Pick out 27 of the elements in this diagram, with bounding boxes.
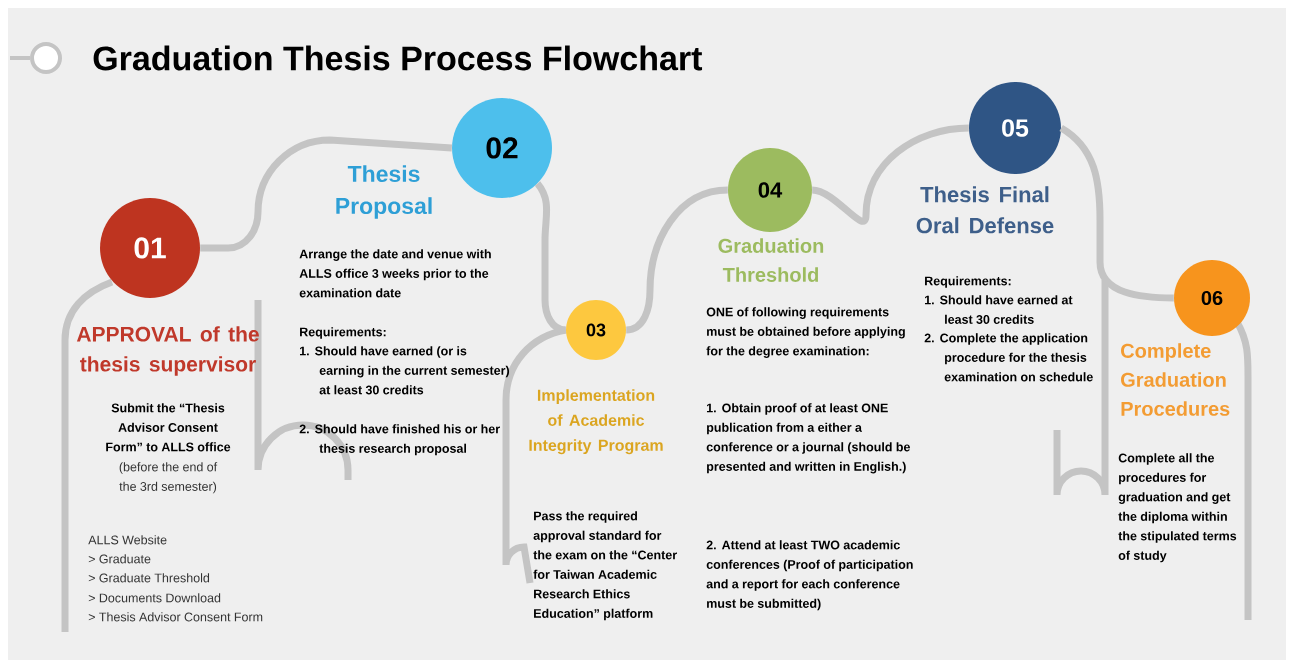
step-title: Implementation of Academic Integrity Program: [529, 389, 663, 455]
step-description: ONE of following requirements must be obtained before applying for the degree examination:: [706, 307, 905, 358]
website-path: > Documents Download: [88, 593, 221, 603]
website-path: > Thesis Advisor Consent Form: [88, 612, 263, 622]
step-note: (before the end of the 3rd semester): [119, 462, 218, 494]
step-title: Graduation Threshold: [718, 238, 824, 282]
track-line: [625, 186, 729, 334]
requirement-item: Complete all the procedures for graduation and get the diploma within the stipulated terms of study: [1118, 453, 1237, 563]
requirement-item: 2. Should have finished his or her thesis research proposal: [299, 424, 500, 456]
requirement-item: 1. Should have earned at least 30 credits: [925, 295, 1073, 324]
step-title: Complete Graduation Procedures: [1121, 343, 1230, 416]
requirement-item: 2. Attend at least TWO academic conferences (Proof of participation and a report for each conference must be submitted): [706, 540, 913, 611]
requirement-item: 1. Obtain proof of at least ONE publication from a either a conference or a journal (should be presented and written in English.): [706, 403, 910, 474]
step-title: APPROVAL of the thesis supervisor: [76, 326, 259, 376]
step-description: Arrange the date and venue with ALLS office 3 weeks prior to the examination date: [299, 249, 491, 298]
step-description: Requirements:: [925, 276, 1011, 288]
website-path: ALLS Website: [88, 535, 167, 545]
step-title: Thesis Proposal: [336, 165, 432, 219]
website-path: > Graduate Threshold: [88, 573, 210, 583]
step-description: Pass the required approval standard for the exam on the “Center for Taiwan Academic Research Ethics Education” platform: [533, 511, 677, 621]
step-title: Thesis Final Oral Defense: [916, 186, 1054, 234]
diagram-title: Graduation Thesis Process Flowchart: [93, 45, 703, 71]
step-description: Submit the “Thesis Advisor Consent Form” to ALLS office: [106, 403, 231, 452]
website-path: > Graduate: [88, 554, 151, 564]
requirement-item: 2. Complete the application procedure for the thesis examination on schedule: [924, 333, 1093, 382]
step-description: Requirements:: [300, 327, 386, 339]
requirement-item: 1. Should have earned (or is earning in the current semester) at least 30 credits: [300, 346, 510, 395]
